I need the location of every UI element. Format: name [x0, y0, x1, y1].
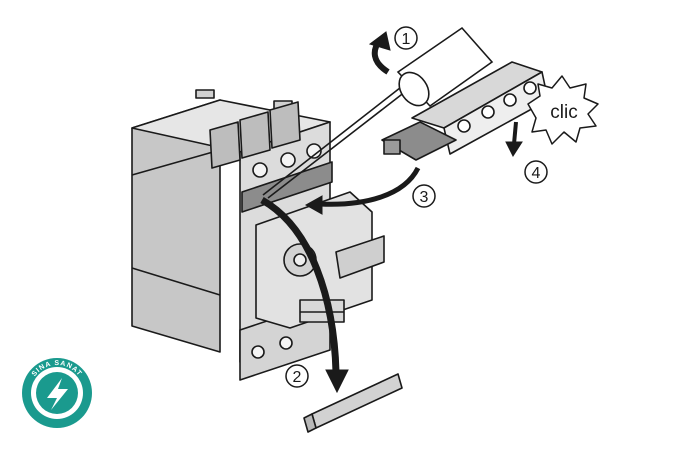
- screw-icon: [251, 345, 265, 359]
- click-label: clic: [550, 102, 577, 123]
- click-burst: clic: [527, 75, 599, 145]
- arrow-down-curve-icon: [260, 196, 340, 373]
- step-3-label: 3: [420, 189, 429, 206]
- screw-icon: [481, 105, 495, 119]
- screw-icon: [306, 143, 322, 159]
- toggle-handle: [335, 235, 385, 279]
- step-2-circle: [285, 364, 309, 388]
- screw-icon: [503, 93, 517, 107]
- arrows: [260, 31, 523, 394]
- lightning-icon: [47, 378, 68, 410]
- step-1-circle: [394, 26, 418, 50]
- side-rib: [131, 149, 221, 176]
- step-4-circle: [524, 160, 548, 184]
- arrow-insert-icon: [319, 166, 421, 207]
- label-window: [299, 299, 345, 323]
- circuit-breaker: [131, 89, 385, 381]
- sina-sanat-logo: SINA SANAT: [22, 358, 92, 428]
- top-terminals: [209, 101, 322, 178]
- burst-icon: [527, 75, 599, 145]
- step-markers: 1 2 3 4: [285, 26, 548, 388]
- step-4-label: 4: [532, 165, 541, 182]
- step-2-label: 2: [293, 369, 302, 386]
- step-3-circle: [412, 184, 436, 208]
- step-1-label: 1: [402, 31, 411, 48]
- cover-plate: [303, 373, 403, 433]
- arrow-down-icon: [512, 121, 518, 145]
- screw-icon: [280, 152, 296, 168]
- screwdriver: [262, 26, 494, 199]
- screw-icon: [457, 119, 471, 133]
- aux-contact-block: [381, 61, 549, 161]
- screw-icon: [279, 336, 293, 350]
- top-notch: [195, 89, 215, 99]
- knob-center: [293, 253, 307, 267]
- screw-icon: [523, 81, 537, 95]
- aux-tab-end: [383, 139, 401, 155]
- screw-icon: [252, 162, 268, 178]
- side-rib: [131, 267, 221, 296]
